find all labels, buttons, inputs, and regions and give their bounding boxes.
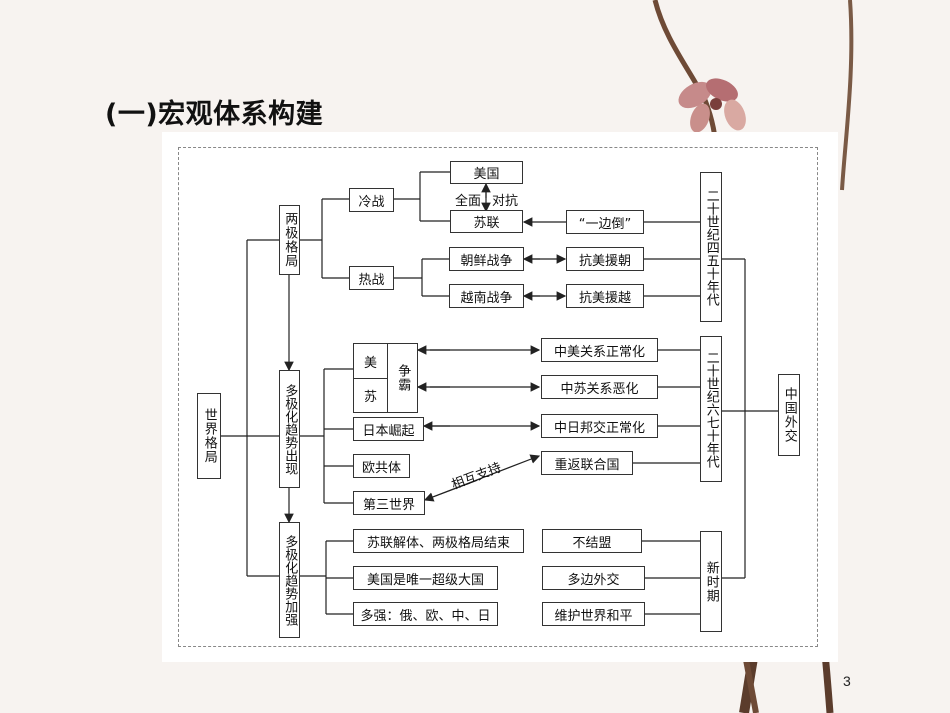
korean-war-node: 朝鲜战争: [449, 247, 524, 271]
bipolar-pattern-node: 两极格局: [279, 205, 300, 275]
multipolar-strengthen-node: 多极化趋势加强: [279, 522, 300, 638]
period-1960s-70s-node: 二十世纪六七十年代: [700, 336, 722, 482]
world-peace-node: 维护世界和平: [542, 602, 645, 626]
third-world-node: 第三世界: [353, 491, 425, 515]
diagram-frame: [178, 147, 818, 647]
world-pattern-node: 世界格局: [197, 393, 221, 479]
non-aligned-node: 不结盟: [542, 529, 642, 553]
japan-rise-node: 日本崛起: [353, 417, 424, 441]
sino-japan-normalization-node: 中日邦交正常化: [541, 414, 658, 438]
su-hegemony-node: 苏: [353, 378, 388, 413]
hegemony-node: 争霸: [387, 343, 418, 413]
us-hegemony-node: 美: [353, 343, 388, 379]
return-un-node: 重返联合国: [541, 451, 633, 475]
vietnam-war-node: 越南战争: [449, 284, 524, 308]
ussr-node: 苏联: [450, 210, 523, 233]
confrontation-label-right: 对抗: [492, 194, 519, 209]
hot-war-node: 热战: [349, 266, 394, 290]
us-superpower-node: 美国是唯一超级大国: [353, 566, 498, 590]
cold-war-node: 冷战: [349, 188, 394, 212]
aid-vietnam-node: 抗美援越: [566, 284, 644, 308]
multipolar-emerging-node: 多极化趋势出现: [279, 370, 300, 488]
major-powers-node: 多强：俄、欧、中、日: [353, 602, 498, 626]
confrontation-label-left: 全面: [455, 194, 482, 209]
sino-us-normalization-node: 中美关系正常化: [541, 338, 658, 362]
ussr-collapse-node: 苏联解体、两极格局结束: [353, 529, 524, 553]
lean-one-side-node: “一边倒”: [566, 210, 644, 234]
slide-title: (一)宏观体系构建: [105, 99, 324, 130]
new-era-node: 新时期: [700, 531, 722, 632]
aid-korea-node: 抗美援朝: [566, 247, 644, 271]
sino-soviet-worsening-node: 中苏关系恶化: [541, 375, 658, 399]
page-number: 3: [843, 673, 851, 689]
usa-node: 美国: [450, 161, 523, 184]
ec-node: 欧共体: [353, 454, 410, 478]
china-diplomacy-node: 中国外交: [778, 374, 800, 456]
multilateral-diplomacy-node: 多边外交: [542, 566, 645, 590]
flower-icon: [678, 78, 746, 133]
period-1940s-50s-node: 二十世纪四五十年代: [700, 172, 722, 322]
